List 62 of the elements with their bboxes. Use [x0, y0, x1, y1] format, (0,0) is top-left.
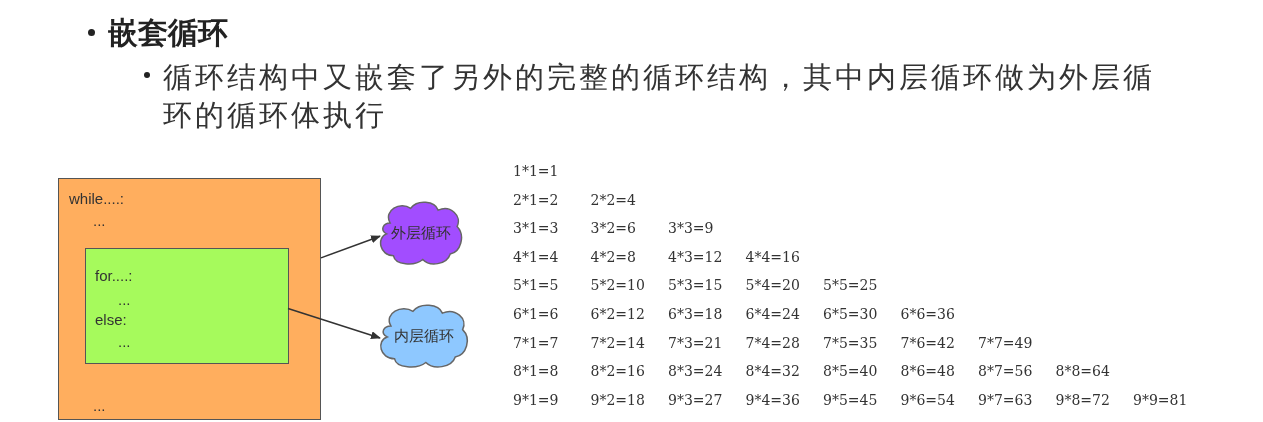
table-cell: 8*2=16 [590, 363, 645, 380]
table-cell: 3*2=6 [590, 220, 636, 237]
code-text: while....: [69, 190, 125, 208]
heading: 嵌套循环 [108, 14, 228, 52]
code-text: for....: [95, 267, 133, 285]
table-cell: 7*6=42 [900, 334, 955, 351]
table-cell: 9*7=63 [978, 391, 1033, 408]
table-cell: 9*9=81 [1133, 391, 1188, 408]
table-cell: 2*1=2 [513, 191, 559, 208]
code-text: ... [118, 333, 131, 351]
table-cell: 6*3=18 [668, 306, 723, 322]
code-text: else: [95, 311, 127, 329]
table-cell: 9*5=45 [823, 391, 878, 408]
table-cell: 6*1=6 [513, 306, 559, 322]
table-cell: 5*2=10 [590, 277, 645, 294]
table-cell: 6*2=12 [590, 306, 645, 322]
table-cell: 9*2=18 [590, 391, 645, 408]
table-cell: 9*6=54 [900, 391, 955, 408]
table-cell: 8*7=56 [978, 363, 1033, 380]
table-cell: 2*2=4 [590, 191, 636, 208]
table-cell: 7*2=14 [590, 334, 645, 351]
table-cell: 9*8=72 [1055, 391, 1110, 408]
table-cell: 8*4=32 [745, 363, 800, 380]
table-cell: 8*6=48 [900, 363, 955, 380]
table-cell: 6*4=24 [745, 306, 800, 322]
cloud-shape [378, 304, 470, 368]
inner-loop-box [85, 248, 289, 364]
table-cell: 6*6=36 [900, 306, 955, 322]
table-cell: 8*1=8 [513, 363, 559, 380]
code-text: ... [118, 291, 131, 309]
table-cell: 3*3=9 [668, 220, 714, 237]
code-text: ... [93, 212, 106, 230]
table-cell: 4*1=4 [513, 248, 559, 265]
bullet-text: 循环结构中又嵌套了另外的完整的循环结构，其中内层循环做为外层循环的循环体执行 [163, 59, 1156, 134]
table-cell: 5*1=5 [513, 277, 559, 294]
table-cell: 8*3=24 [668, 363, 723, 380]
table-cell: 1*1=1 [513, 163, 559, 179]
code-text: ... [93, 397, 106, 415]
table-cell: 6*5=30 [823, 306, 878, 322]
outer-loop-box [58, 178, 321, 420]
table-cell: 9*3=27 [668, 391, 723, 408]
table-cell: 7*3=21 [668, 334, 723, 351]
arrow [320, 235, 381, 259]
cloud-label: 外层循环 [390, 223, 452, 243]
table-cell: 7*7=49 [978, 334, 1033, 351]
cloud-label: 内层循环 [393, 326, 455, 346]
arrow [287, 307, 381, 339]
table-cell: 7*5=35 [823, 334, 878, 351]
table-cell: 5*3=15 [668, 277, 723, 294]
table-cell: 4*4=16 [745, 248, 800, 265]
cloud-shape [378, 201, 464, 265]
table-cell: 4*2=8 [590, 248, 636, 265]
table-cell: 7*1=7 [513, 334, 559, 351]
table-cell: 3*1=3 [513, 220, 559, 237]
table-cell: 9*1=9 [513, 391, 559, 408]
table-cell: 8*8=64 [1055, 363, 1110, 380]
table-cell: 7*4=28 [745, 334, 800, 351]
table-cell: 5*5=25 [823, 277, 878, 294]
table-cell: 4*3=12 [668, 248, 723, 265]
table-cell: 9*4=36 [745, 391, 800, 408]
table-cell: 8*5=40 [823, 363, 878, 380]
table-cell: 5*4=20 [745, 277, 800, 294]
